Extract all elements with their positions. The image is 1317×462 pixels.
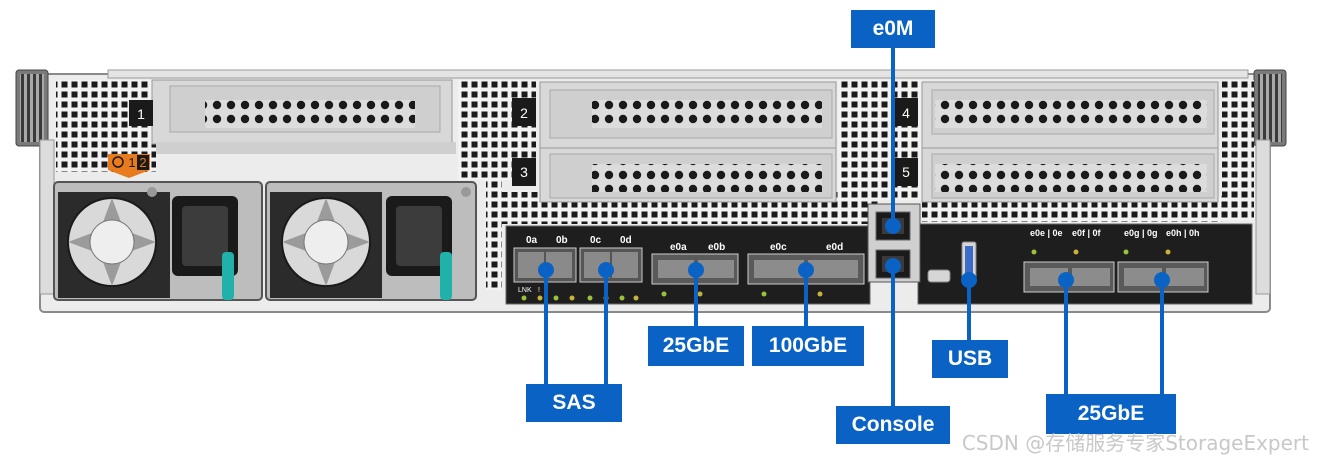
callout-console: Console bbox=[836, 406, 950, 444]
sas-bang-label: ! bbox=[538, 287, 540, 294]
port-label-0b: 0b bbox=[556, 235, 568, 246]
slot-5-label: 5 bbox=[902, 164, 910, 180]
sas-lnk-label: LNK bbox=[518, 287, 532, 294]
slot-4-label: 4 bbox=[902, 105, 910, 121]
psu-badge-1: 1 bbox=[128, 155, 135, 170]
port-label-e0f-0f: e0f | 0f bbox=[1072, 228, 1102, 238]
callout-25gbe-mezzanine: 25GbE bbox=[1046, 394, 1176, 434]
psu-badge-2: 2 bbox=[139, 155, 146, 170]
port-label-0a: 0a bbox=[526, 235, 538, 246]
slot-labels: 1 2 3 4 5 bbox=[129, 98, 918, 186]
port-label-e0g-0g: e0g | 0g bbox=[1124, 228, 1158, 238]
watermark: CSDN @存储服务专家StorageExpert bbox=[961, 431, 1309, 455]
callout-25gbe-onboard: 25GbE bbox=[648, 326, 744, 366]
power-supply-1 bbox=[53, 181, 263, 301]
slot-3-label: 3 bbox=[520, 164, 528, 180]
usb-ports bbox=[927, 241, 977, 283]
callout-sas: SAS bbox=[526, 384, 622, 422]
micro-usb-port[interactable] bbox=[927, 269, 951, 283]
callout-usb: USB bbox=[932, 340, 1008, 378]
callout-leaders bbox=[538, 48, 1170, 406]
power-supply-2 bbox=[265, 181, 477, 301]
port-label-e0h-0h: e0h | 0h bbox=[1166, 228, 1200, 238]
onboard-100gbe-ports: e0c e0d bbox=[747, 242, 865, 297]
callout-100gbe: 100GbE bbox=[752, 326, 864, 366]
onboard-25gbe-ports: e0a e0b bbox=[651, 242, 739, 297]
slot-2-label: 2 bbox=[520, 105, 528, 121]
port-label-e0c: e0c bbox=[770, 242, 787, 253]
port-label-0c: 0c bbox=[590, 235, 602, 246]
port-label-e0b: e0b bbox=[708, 242, 725, 253]
slot-1-label: 1 bbox=[137, 106, 145, 122]
psu-badge: 1 2 bbox=[108, 154, 150, 178]
port-label-e0a: e0a bbox=[670, 242, 687, 253]
callout-e0m: e0M bbox=[851, 10, 935, 48]
port-label-e0e-0e: e0e | 0e bbox=[1030, 228, 1063, 238]
port-label-0d: 0d bbox=[620, 235, 632, 246]
pcie-slots bbox=[151, 79, 1219, 203]
port-label-e0d: e0d bbox=[826, 242, 843, 253]
power-icon bbox=[112, 156, 124, 168]
